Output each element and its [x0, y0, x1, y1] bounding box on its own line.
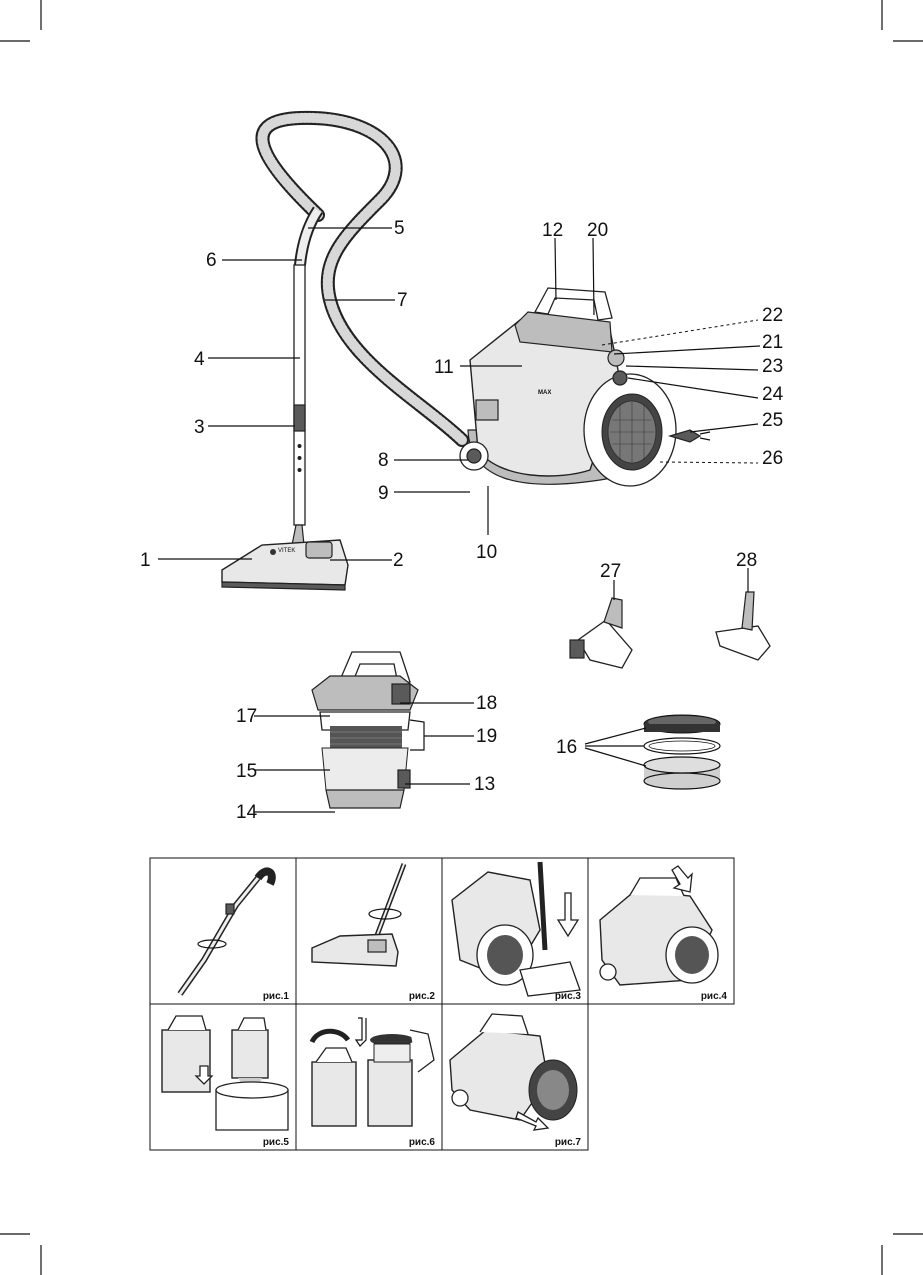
callout-10: 10: [476, 542, 497, 563]
caption-fig7: рис.7: [555, 1137, 582, 1148]
fig4-drawing: [599, 865, 719, 986]
max-mark: MAX: [538, 390, 551, 396]
callout-12: 12: [542, 220, 563, 241]
caption-fig3: рис.3: [555, 991, 582, 1002]
callout-17: 17: [236, 706, 257, 727]
upholstery-nozzle: [715, 568, 771, 661]
nozzle-pedal: [305, 541, 333, 559]
caption-fig1: рис.1: [263, 991, 290, 1002]
callout-25: 25: [762, 410, 783, 431]
callout-13: 13: [474, 774, 495, 795]
dust-container-assembly: [311, 651, 425, 809]
main-callout-numbers: 1 2 3 4 5 6 7 8 9 10 11 12 20 22 21 23 2…: [140, 218, 784, 571]
brand-mark: VITEK: [278, 548, 295, 554]
container-leaders: [254, 702, 474, 813]
power-button: [607, 349, 625, 367]
callout-20: 20: [587, 220, 608, 241]
callout-28: 28: [736, 550, 757, 571]
panel-fig2: [295, 857, 443, 1005]
tube-length-regulator: [293, 404, 306, 432]
caption-fig6: рис.6: [409, 1137, 436, 1148]
caption-fig4: рис.4: [701, 991, 728, 1002]
callout-21: 21: [762, 332, 783, 353]
container-callout-numbers: 17 18 19 15 13 14: [236, 693, 497, 823]
callout-9: 9: [378, 483, 389, 504]
fig7-drawing: [449, 1013, 578, 1131]
callout-14: 14: [236, 802, 258, 823]
carry-handle: [533, 287, 613, 321]
filter-set: [584, 714, 721, 790]
fig5-drawing: [161, 1015, 289, 1131]
callout-27: 27: [600, 561, 621, 582]
fig6-drawing: [309, 1017, 435, 1127]
callout-26: 26: [762, 448, 783, 469]
callout-5: 5: [394, 218, 405, 239]
callout-leaders: [158, 227, 761, 561]
step-panels: рис.1 рис.2 рис.3 рис.4 рис.5 рис.6 рис.…: [149, 857, 735, 1151]
callout-19: 19: [476, 726, 497, 747]
caption-fig5: рис.5: [263, 1137, 290, 1148]
callout-16: 16: [556, 737, 577, 758]
callout-24: 24: [762, 384, 784, 405]
callout-4: 4: [194, 349, 205, 370]
callout-11: 11: [434, 357, 454, 378]
telescopic-tube: [293, 264, 306, 526]
crevice-brush-nozzle: [569, 580, 633, 669]
main-vacuum-illustration: VITEK MAX: [221, 110, 711, 591]
power-plug: [667, 429, 702, 443]
callout-2: 2: [393, 550, 404, 571]
callout-23: 23: [762, 356, 783, 377]
fig2-drawing: [311, 863, 407, 967]
callout-1: 1: [140, 550, 151, 571]
fig3-drawing: [451, 861, 581, 997]
cord-rewind-button: [612, 370, 628, 386]
container-lid: [514, 311, 613, 353]
callout-22: 22: [762, 305, 783, 326]
callout-18: 18: [476, 693, 497, 714]
callout-7: 7: [397, 290, 408, 311]
callout-3: 3: [194, 417, 205, 438]
callout-15: 15: [236, 761, 257, 782]
callout-8: 8: [378, 450, 389, 471]
flexible-hose: [255, 110, 469, 447]
callout-6: 6: [206, 250, 217, 271]
fig1-drawing: [177, 867, 276, 996]
caption-fig2: рис.2: [409, 991, 436, 1002]
